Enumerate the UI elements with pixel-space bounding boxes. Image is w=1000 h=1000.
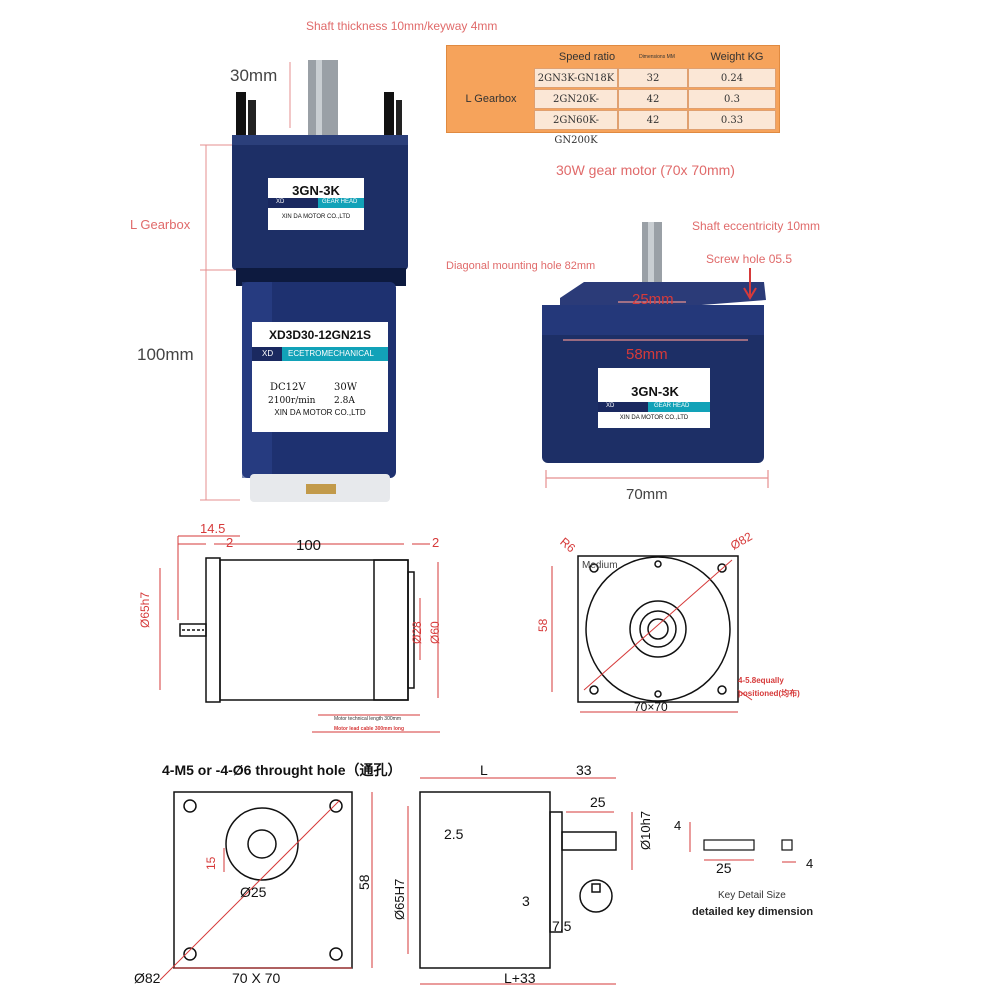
d1-100: 100 — [296, 537, 322, 554]
d2-equal2: positioned(均布) — [738, 689, 800, 698]
drawing4-gearbox-side — [419, 791, 617, 969]
dim-30mm-label: 30mm — [230, 66, 278, 85]
d3-title: 4-M5 or -4-Ø6 throught hole（通孔） — [162, 762, 402, 778]
screw-hole-label: Screw hole 05.5 — [706, 252, 793, 266]
gearbox-photo — [542, 222, 766, 463]
table-cell-weight: 0.33 — [688, 110, 776, 130]
key-4b: 4 — [806, 856, 814, 871]
d1-145: 14.5 — [200, 521, 226, 536]
shaft-thickness-label: Shaft thickness 10mm/keyway 4mm — [306, 19, 498, 33]
gearhead-gear-head: GEAR HEAD — [322, 199, 358, 205]
key-subtitle: detailed key dimension — [692, 906, 814, 918]
table-cell-dim: 32 — [618, 68, 688, 88]
motor-title: 30W gear motor (70x 70mm) — [556, 162, 735, 178]
gearbox2-xd: XD — [606, 403, 615, 409]
d1-note1: Motor technical length 300mm — [334, 716, 401, 722]
d4-2-5: 2.5 — [444, 826, 464, 842]
d3-58: 58 — [356, 874, 372, 890]
table-cell-ratio: 2GN60K-GN200K — [534, 110, 618, 146]
d2-7070: 70×70 — [634, 700, 668, 714]
d3-25: Ø25 — [240, 884, 267, 900]
d4-33: 33 — [576, 762, 592, 778]
d1-60: Ø60 — [428, 621, 442, 644]
table-cell-weight: 0.3 — [688, 89, 776, 109]
drawing3-gearbox-face — [173, 791, 353, 969]
motor-xd: XD — [262, 349, 274, 358]
d4-7-5: 7.5 — [552, 918, 572, 934]
d4-25: 25 — [590, 794, 606, 810]
d2-medium: Medium — [582, 560, 618, 571]
motor-band: ECETROMECHANICAL — [288, 349, 374, 358]
shaft-eccentricity-label: Shaft eccentricity 10mm — [692, 219, 821, 233]
d3-7070: 70 X 70 — [232, 970, 281, 986]
d1-note2: Motor lead cable 300mm long — [334, 726, 405, 732]
d4-L33: L+33 — [504, 970, 536, 986]
motor-voltage: DC12V — [270, 382, 306, 393]
dim-100mm-label: 100mm — [137, 345, 194, 364]
gearbox2-gear-head: GEAR HEAD — [654, 403, 690, 409]
d4-10h7: Ø10h7 — [638, 810, 653, 850]
table-cell-dim: 42 — [618, 110, 688, 130]
table-cell-weight: 0.24 — [688, 68, 776, 88]
dim-58mm-label: 58mm — [626, 346, 668, 363]
d2-equal1: 4-5.8equally — [738, 676, 784, 685]
l-gearbox-label: L Gearbox — [130, 217, 191, 232]
motor-power: 30W — [334, 382, 358, 393]
gearhead-maker: XIN DA MOTOR CO.,LTD — [281, 214, 351, 220]
d4-65h7: Ø65H7 — [392, 878, 407, 920]
key-4a: 4 — [674, 818, 682, 833]
d1-2a: 2 — [226, 535, 234, 550]
table-cell-ratio: 2GN20K-GN50K — [534, 89, 618, 125]
diagonal-hole-label: Diagonal mounting hole 82mm — [446, 260, 596, 272]
table-col-weight: Weight KG — [710, 51, 764, 63]
key-detail-drawing — [703, 839, 793, 851]
motor-photo — [232, 60, 408, 502]
d1-65h7: Ø65h7 — [138, 591, 152, 628]
table-col-dim: Dimensions MM — [639, 54, 675, 60]
drawing2-front-view — [577, 555, 739, 703]
d3-15: 15 — [204, 856, 218, 870]
table-col-speed: Speed ratio — [558, 51, 616, 63]
dim-70mm-label: 70mm — [626, 486, 668, 503]
key-title: Key Detail Size — [718, 890, 786, 901]
specs-table: Speed ratio Dimensions MM Weight KG L Ge… — [446, 45, 780, 146]
table-cell-dim: 42 — [618, 89, 688, 109]
d1-28: Ø28 — [410, 621, 424, 644]
d4-L: L — [480, 762, 488, 778]
motor-speed: 2100r/min — [268, 396, 316, 406]
d1-2b: 2 — [432, 535, 440, 550]
motor-maker: XIN DA MOTOR CO.,LTD — [274, 408, 366, 417]
gearhead-xd: XD — [276, 199, 285, 205]
d4-3: 3 — [522, 893, 530, 909]
table-row-header: L Gearbox — [465, 93, 517, 105]
gearbox2-maker: XIN DA MOTOR CO.,LTD — [619, 415, 689, 421]
motor-current: 2.8A — [334, 396, 355, 406]
d3-82: Ø82 — [134, 970, 161, 986]
drawing1-side-view — [179, 557, 415, 703]
dim-25mm-label: 25mm — [632, 291, 674, 308]
table-cell-ratio: 2GN3K-GN18K — [534, 68, 618, 88]
gearbox2-model: 3GN-3K — [631, 384, 679, 399]
key-25: 25 — [716, 860, 732, 876]
motor-model: XD3D30-12GN21S — [268, 328, 372, 342]
gearhead-model: 3GN-3K — [292, 183, 340, 198]
d2-58: 58 — [536, 618, 550, 632]
